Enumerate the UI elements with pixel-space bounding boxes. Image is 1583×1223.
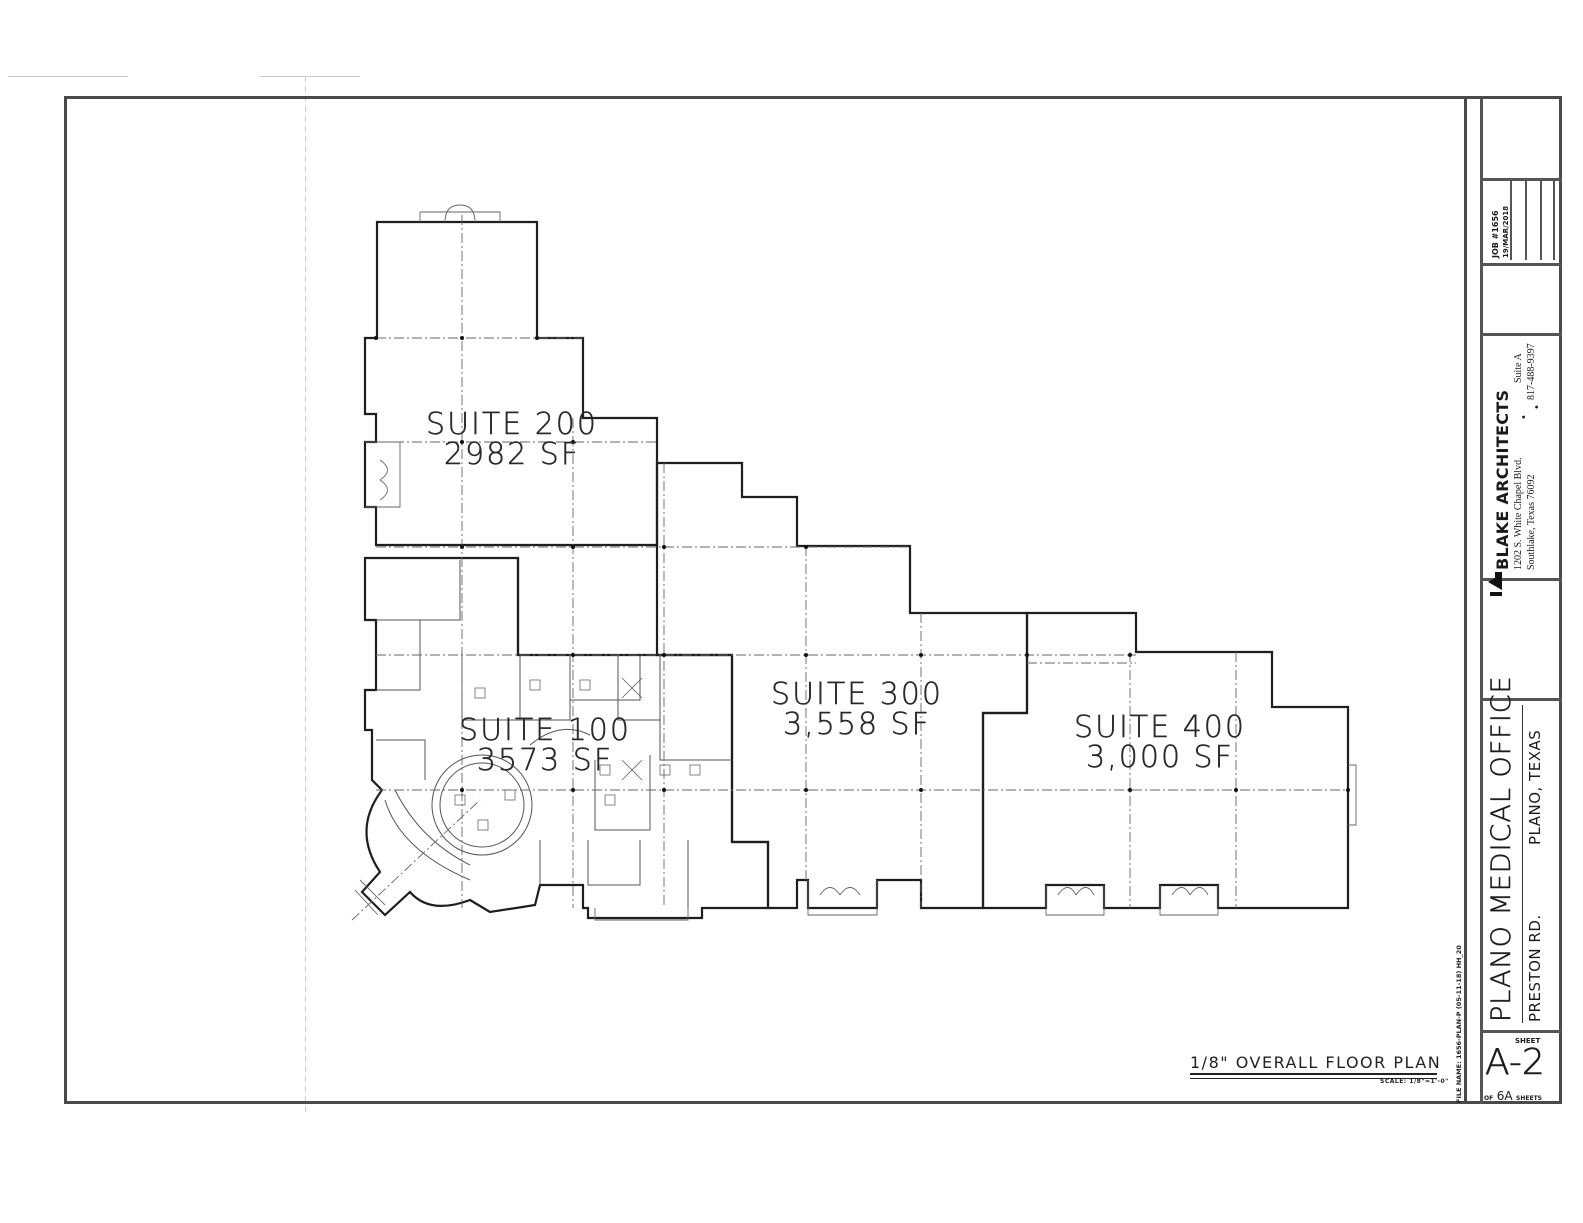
suite-400-area: 3,000 SF [1086,740,1234,775]
suite-100-area: 3573 SF [476,743,614,778]
title-block-project-cell [1483,698,1562,1030]
scan-artifact [8,76,128,77]
drawing-date: 19/MAR/2018 [1502,205,1510,258]
suite-400-label: SUITE 400 3,000 SF [1055,710,1265,775]
drawing-title: 1/8" OVERALL FLOOR PLAN [1190,1053,1442,1072]
drawing-scale: SCALE: 1/8"=1'-0" [1380,1078,1449,1085]
firm-address-line1: 1202 S. White Chapel Blvd. [1513,457,1524,570]
project-name-rule [1522,705,1523,1023]
suite-100-label: SUITE 100 3573 SF [450,713,640,778]
title-block [1464,99,1562,1104]
job-strip-divider [1525,180,1527,260]
sheet-number: A-2 [1485,1042,1545,1084]
title-block-blank-cell-2 [1483,578,1562,698]
sheet-total: 6A [1496,1089,1513,1103]
fold-line [305,76,306,1116]
job-strip-divider [1540,180,1542,260]
suite-300-area: 3,558 SF [783,707,931,742]
file-name: FILE NAME: 1656-PLAN-P (05-11-18) HH_20 [1455,945,1463,1103]
project-city: PLANO, TEXAS [1526,729,1544,845]
firm-separator-dot-2: • [1532,404,1543,410]
blake-logo-icon [1488,572,1502,596]
title-block-job-cell [1483,178,1562,263]
sheet-label: SHEET [1515,1037,1541,1045]
firm-phone: 817-488-9397 [1526,343,1537,400]
drawing-title-underline [1190,1073,1437,1079]
scan-artifact [260,76,360,77]
job-strip-divider [1510,180,1512,260]
drawing-border [64,96,1562,1104]
firm-name: BLAKE ARCHITECTS [1493,389,1512,570]
suite-100-name: SUITE 100 [459,713,631,748]
title-block-inner [1480,99,1562,1104]
suite-300-label: SUITE 300 3,558 SF [752,677,962,742]
firm-separator-dot: • [1519,414,1530,420]
job-number: JOB #1656 [1491,210,1500,258]
firm-suite: Suite A [1513,353,1524,383]
suite-400-name: SUITE 400 [1074,710,1246,745]
sheet-of-prefix: OF [1484,1095,1494,1102]
suite-200-name: SUITE 200 [426,407,598,442]
job-strip-divider [1553,180,1555,260]
firm-logo [1486,572,1502,596]
project-name: PLANO MEDICAL OFFICE [1486,675,1518,1022]
suite-300-name: SUITE 300 [771,677,943,712]
suite-200-area: 2982 SF [443,437,581,472]
suite-200-outline [363,220,659,547]
project-street: PRESTON RD. [1526,914,1544,1022]
suite-200-label: SUITE 200 2982 SF [412,407,612,472]
title-block-sheet-cell [1483,1030,1562,1104]
title-block-firm-cell [1483,333,1562,578]
title-block-blank-cell [1483,263,1562,333]
firm-address-line2: Southlake, Texas 76092 [1526,474,1537,571]
sheet-of-suffix: SHEETS [1516,1095,1543,1102]
sheet-count: OF 6A SHEETS [1484,1089,1542,1103]
